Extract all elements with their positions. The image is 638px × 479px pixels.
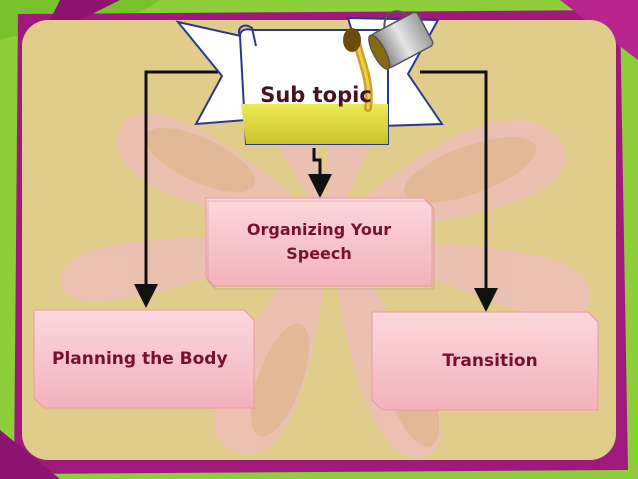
node-transition: Transition — [372, 312, 598, 410]
slide-title: Sub topic — [246, 78, 386, 112]
node-label: Transition — [442, 351, 537, 371]
node-planning-the-body: Planning the Body — [34, 310, 254, 408]
node-organizing-your-speech: Organizing Your Speech — [206, 198, 432, 286]
node-label: Organizing Your Speech — [224, 218, 414, 266]
node-label: Planning the Body — [52, 349, 228, 369]
